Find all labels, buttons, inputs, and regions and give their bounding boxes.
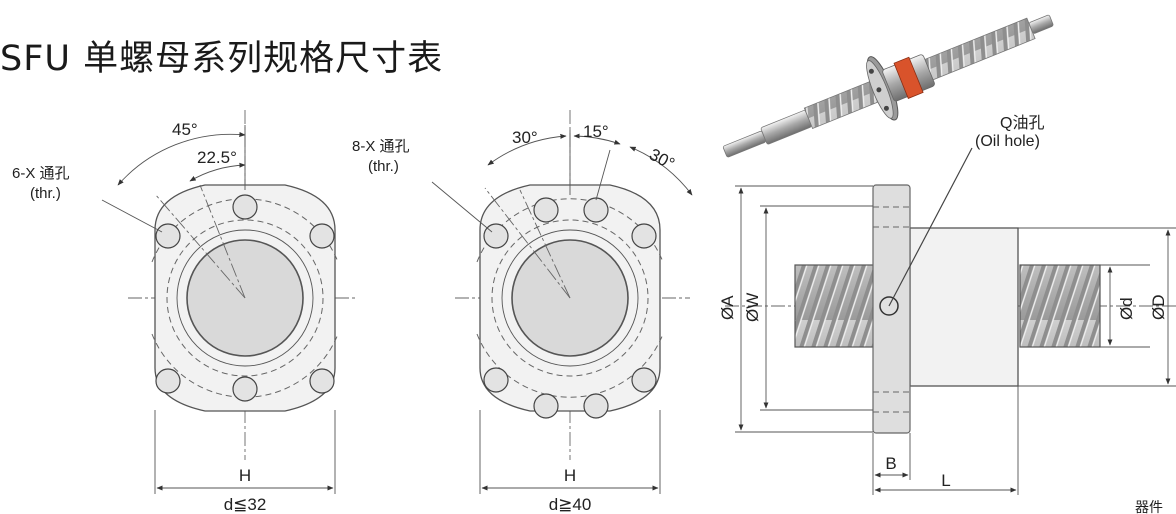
- holes-6x-label: 6-X 通孔: [12, 165, 70, 182]
- dim-l-label: L: [941, 471, 950, 490]
- holes-8x-label: 8-X 通孔: [352, 138, 410, 155]
- dim-w-label: ØW: [743, 293, 762, 322]
- ball-screw-product-image: [722, 14, 1054, 158]
- dim-d-small-label: Ød: [1117, 297, 1136, 320]
- corner-cropped-text: 器件: [1135, 499, 1163, 514]
- condition-small-label: d≦32: [224, 495, 267, 514]
- angle-15-label: 15°: [583, 122, 609, 141]
- dim-d-large-label: ØD: [1149, 295, 1168, 321]
- oil-hole-label-en: (Oil hole): [975, 133, 1040, 150]
- width-h-label-left: H: [239, 466, 251, 485]
- angle-30-left-label: 30°: [512, 128, 538, 147]
- angle-22-5-label: 22.5°: [197, 148, 237, 167]
- holes-8x-note: (thr.): [368, 158, 399, 175]
- front-view-small: [101, 110, 358, 494]
- front-view-large: [431, 110, 693, 494]
- angle-45-label: 45°: [172, 120, 198, 139]
- dim-a-label: ØA: [718, 295, 737, 320]
- width-h-label-middle: H: [564, 466, 576, 485]
- condition-large-label: d≧40: [549, 495, 592, 514]
- holes-6x-note: (thr.): [30, 185, 61, 202]
- angle-30-right-label: 30°: [646, 145, 678, 174]
- dim-b-label: B: [885, 454, 896, 473]
- side-section-view: [725, 147, 1176, 495]
- oil-hole-label: Q油孔: [1000, 114, 1044, 132]
- page-title: SFU 单螺母系列规格尺寸表: [0, 39, 444, 79]
